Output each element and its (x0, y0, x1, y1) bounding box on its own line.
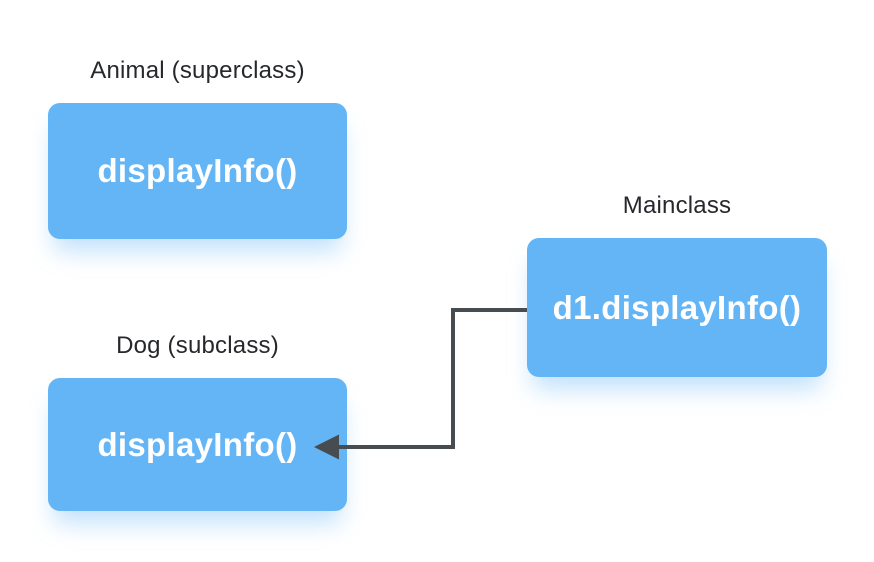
mainclass-call-text: d1.displayInfo() (552, 288, 802, 326)
mainclass-box: d1.displayInfo() (527, 238, 827, 377)
node-mainclass: Mainclass d1.displayInfo() (527, 189, 827, 377)
animal-box: displayInfo() (48, 103, 347, 239)
animal-method-text: displayInfo() (97, 152, 298, 189)
node-animal-superclass: Animal (superclass) displayInfo() (48, 54, 347, 239)
animal-superclass-label: Animal (superclass) (90, 57, 305, 84)
dog-subclass-label: Dog (subclass) (116, 332, 279, 359)
mainclass-label: Mainclass (622, 192, 732, 219)
call-arrow-line (337, 308, 527, 449)
dog-box: displayInfo() (48, 378, 347, 511)
node-dog-subclass: Dog (subclass) displayInfo() (48, 329, 347, 511)
dog-method-text: displayInfo() (97, 425, 298, 463)
